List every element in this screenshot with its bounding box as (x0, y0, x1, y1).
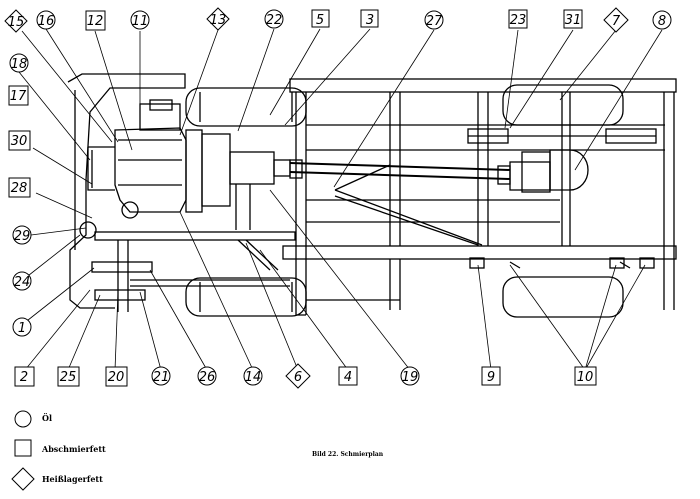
callout-28-label: 28 (11, 181, 28, 196)
callout-10-label: 10 (577, 370, 594, 385)
callout-27-label: 27 (426, 14, 443, 29)
callout-21: 21 (151, 366, 171, 386)
callout-12-label: 12 (87, 14, 104, 29)
callout-26-label: 26 (199, 370, 216, 385)
callout-11: 11 (130, 10, 150, 30)
callout-1-label: 1 (18, 321, 26, 336)
legend-item-grease: Abschmierfett (14, 439, 106, 457)
callout-26: 26 (197, 366, 217, 386)
callout-29-label: 29 (14, 229, 31, 244)
callout-25-label: 25 (60, 370, 77, 385)
callout-15-label: 15 (8, 15, 25, 30)
callout-22: 22 (264, 9, 284, 29)
callout-8: 8 (652, 10, 672, 30)
callout-24: 24 (12, 271, 32, 291)
callout-3-label: 3 (366, 13, 374, 28)
callout-4: 4 (338, 366, 358, 386)
callout-3: 3 (360, 9, 379, 28)
callout-23: 23 (508, 9, 528, 29)
callout-7-label: 7 (612, 14, 621, 29)
legend-circle-icon (14, 410, 32, 428)
callout-12: 12 (85, 10, 106, 31)
legend-diamond-icon (11, 467, 35, 491)
callout-25: 25 (57, 366, 80, 387)
legend-label-grease: Abschmierfett (41, 444, 106, 454)
callout-22-label: 22 (266, 13, 283, 28)
callout-21-label: 21 (153, 370, 170, 385)
callout-14-label: 14 (245, 370, 262, 385)
propeller-shaft (289, 162, 511, 180)
wheel-rear-left (502, 84, 624, 126)
callout-1: 1 (12, 317, 32, 337)
wheel-front-right (185, 277, 307, 317)
callout-6: 6 (285, 363, 311, 389)
callout-29: 29 (12, 225, 32, 245)
callout-15: 15 (4, 9, 28, 33)
legend-label-hot-bearing-grease: Heißlagerfett (42, 474, 103, 484)
callout-11-label: 11 (132, 14, 149, 29)
callout-16-label: 16 (38, 14, 55, 29)
callout-5: 5 (311, 9, 330, 28)
callout-14: 14 (243, 366, 263, 386)
callout-19-label: 19 (402, 370, 419, 385)
callout-17-label: 17 (10, 89, 27, 104)
legend-square-icon (14, 439, 32, 457)
callout-24-label: 24 (14, 275, 31, 290)
callout-31: 31 (563, 9, 583, 29)
callout-18-label: 18 (11, 57, 28, 72)
leader-lines (18, 28, 663, 371)
figure-caption: Bild 22. Schmierplan (312, 451, 384, 458)
gearbox (229, 151, 275, 185)
legend-item-hot-bearing-grease: Heißlagerfett (11, 467, 103, 491)
callout-13-label: 13 (210, 13, 227, 28)
frame-rail-top (289, 78, 677, 93)
wheel-front-left (185, 87, 307, 127)
callout-7: 7 (603, 7, 629, 33)
callout-30: 30 (8, 130, 31, 151)
callout-16: 16 (36, 10, 56, 30)
frame-rail-bottom (282, 245, 677, 260)
callout-13: 13 (206, 7, 230, 31)
callout-9-label: 9 (487, 370, 495, 385)
chassis-drawing (67, 73, 677, 318)
differential (549, 149, 589, 191)
callout-5-label: 5 (316, 13, 324, 28)
legend: Öl Abschmierfett Heißlagerfett (11, 410, 106, 491)
callout-17: 17 (8, 85, 29, 106)
callout-31-label: 31 (565, 13, 582, 28)
callout-20-label: 20 (108, 370, 125, 385)
callout-30-label: 30 (11, 134, 28, 149)
callout-19: 19 (400, 366, 420, 386)
callout-28: 28 (8, 177, 31, 198)
callout-9: 9 (481, 366, 501, 386)
callout-20: 20 (105, 366, 128, 387)
legend-item-oil: Öl (14, 410, 52, 428)
callout-2-label: 2 (20, 370, 28, 385)
legend-label-oil: Öl (42, 413, 52, 423)
callout-2: 2 (14, 366, 35, 387)
wheel-rear-right (502, 276, 624, 318)
callout-8-label: 8 (658, 14, 666, 29)
callouts: 15 16 12 11 13 22 5 3 27 23 31 7 8 18 17… (4, 7, 672, 389)
callout-10: 10 (574, 366, 597, 386)
callout-18: 18 (9, 53, 29, 73)
callout-27: 27 (424, 10, 444, 30)
callout-23-label: 23 (510, 13, 527, 28)
callout-6-label: 6 (294, 370, 302, 385)
callout-4-label: 4 (344, 370, 352, 385)
